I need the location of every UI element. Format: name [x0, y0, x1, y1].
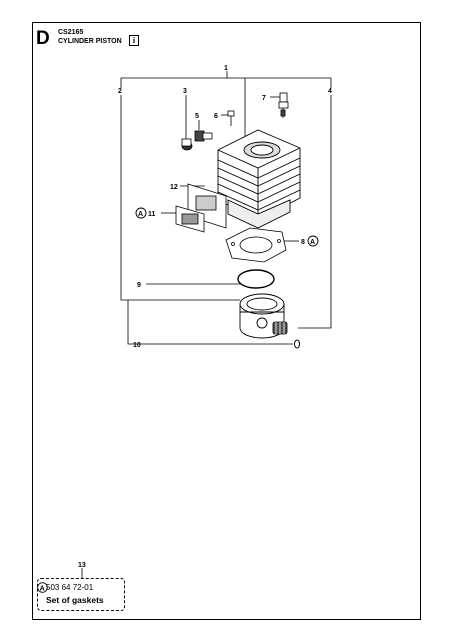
svg-text:A: A	[40, 585, 45, 592]
svg-text:A: A	[138, 211, 143, 218]
callout-3: 3	[183, 88, 187, 95]
cylinder-gasket	[225, 227, 287, 263]
section-title: CYLINDER PISTON	[58, 38, 122, 45]
callout-9: 9	[137, 282, 141, 289]
callout-11: 11	[148, 211, 156, 218]
callout-1: 1	[224, 65, 228, 72]
kit-name: Set of gaskets	[46, 595, 104, 605]
intake-gasket	[175, 205, 205, 233]
decompression-valve	[181, 138, 193, 151]
callout-6: 6	[214, 113, 218, 120]
kit-part-number: 503 64 72-01	[46, 583, 94, 592]
cylinder	[217, 129, 301, 229]
screw	[227, 110, 235, 126]
callout-13: 13	[78, 562, 86, 569]
callout-4: 4	[328, 88, 332, 95]
circlip	[294, 339, 300, 349]
info-icon: i	[129, 35, 139, 46]
kit-marker-8: A	[307, 235, 319, 247]
callout-8: 8	[301, 239, 305, 246]
needle-bearing	[272, 321, 288, 335]
section-code: CS2165	[58, 29, 84, 36]
callout-10: 10	[133, 342, 141, 349]
callout-7: 7	[262, 95, 266, 102]
page-frame	[32, 22, 421, 620]
svg-text:A: A	[310, 239, 315, 246]
section-letter: D	[36, 28, 50, 49]
nipple	[194, 130, 213, 142]
kit-marker-11: A	[135, 207, 147, 219]
spark-plug	[278, 92, 289, 118]
gasket-set-box	[37, 578, 125, 611]
piston-ring	[237, 269, 275, 289]
callout-2: 2	[118, 88, 122, 95]
callout-12: 12	[170, 184, 178, 191]
callout-5: 5	[195, 113, 199, 120]
leader-lines	[81, 71, 332, 578]
kit-marker-13: A	[37, 582, 48, 593]
